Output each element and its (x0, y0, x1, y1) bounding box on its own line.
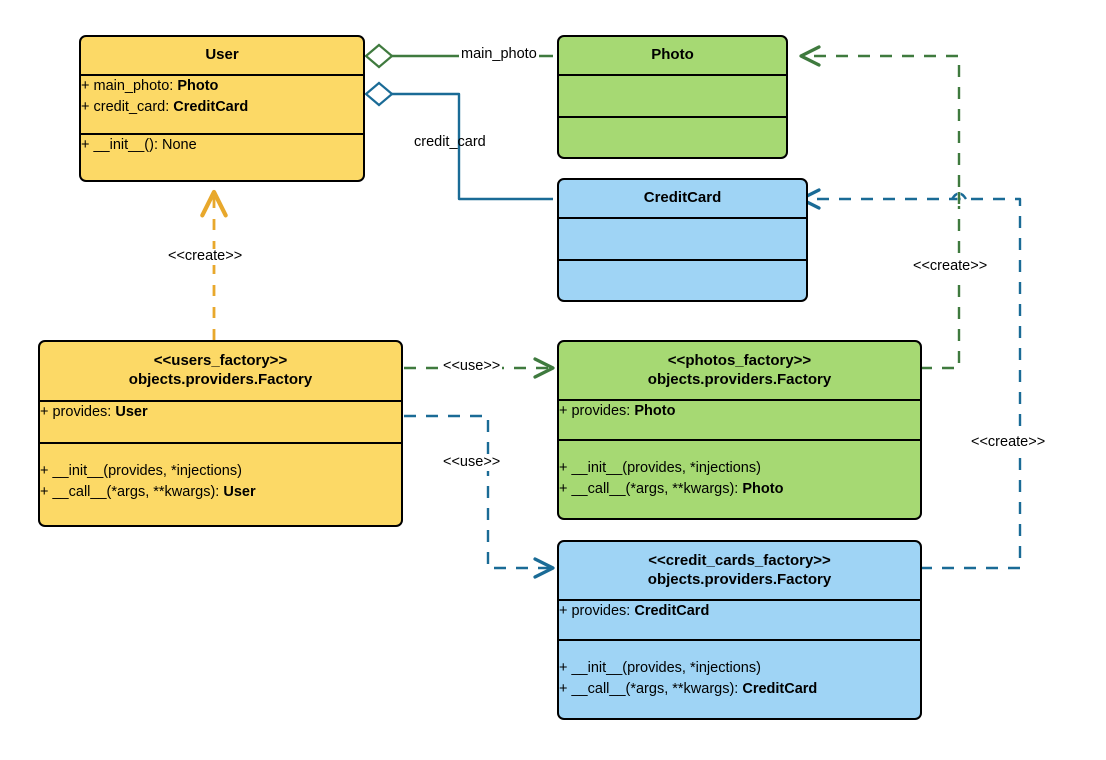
class-name-photo: Photo (651, 46, 694, 64)
attribute-type: CreditCard (634, 603, 710, 619)
class-box-credit-cards-factory[interactable]: <<credit_cards_factory>> objects.provide… (557, 540, 922, 720)
edge-photos-factory-create-photo (799, 45, 961, 370)
class-box-user[interactable]: User + main_photo: Photo + credit_card: … (79, 35, 365, 182)
class-attributes-photo (559, 76, 786, 118)
edge-label-use-credit-cards-factory: <<use>> (441, 454, 503, 471)
method-row: + __init__(provides, *injections) (40, 461, 401, 482)
method-label: + __call__(*args, **kwargs): (559, 680, 743, 697)
edge-user-credit-card (364, 81, 553, 201)
class-methods-user: + __init__(): None (81, 135, 363, 179)
class-name-users-factory: objects.providers.Factory (128, 371, 313, 388)
class-attributes-user: + main_photo: Photo + credit_card: Credi… (81, 76, 363, 135)
class-box-photo[interactable]: Photo (557, 35, 788, 159)
class-stereotype-users-factory: <<users_factory>> (153, 352, 288, 370)
class-attributes-credit-card (559, 219, 806, 261)
class-name-photos-factory: objects.providers.Factory (647, 370, 832, 388)
attribute-label: + provides: (40, 404, 116, 420)
class-box-users-factory[interactable]: <<users_factory>> objects.providers.Fact… (38, 340, 403, 527)
class-attributes-users-factory: + provides: User (40, 402, 401, 444)
attribute-type: Photo (634, 403, 676, 419)
edge-label-create-credit-card: <<create>> (969, 434, 1048, 451)
edge-label-create-user: <<create>> (166, 248, 245, 265)
class-attributes-credit-cards-factory: + provides: CreditCard (559, 601, 920, 641)
method-label: + __init__(provides, *injections) (40, 463, 242, 479)
class-box-credit-card[interactable]: CreditCard (557, 178, 808, 302)
method-return-type: CreditCard (742, 680, 818, 697)
method-label: + __call__(*args, **kwargs): (40, 483, 224, 500)
attribute-type: Photo (177, 78, 219, 94)
method-row: + __call__(*args, **kwargs): CreditCard (559, 679, 920, 700)
edge-credit-cards-factory-create-credit-card (799, 188, 1022, 570)
method-row: + __init__(): None (81, 135, 363, 156)
method-row: + __init__(provides, *injections) (559, 458, 920, 479)
class-header-photo: Photo (559, 37, 786, 76)
method-row: + __call__(*args, **kwargs): User (40, 482, 401, 503)
edge-users-factory-use-credit-cards-factory (404, 414, 555, 579)
attribute-label: + credit_card: (81, 98, 174, 115)
attribute-row: + main_photo: Photo (81, 76, 363, 97)
class-methods-photos-factory: + __init__(provides, *injections) + __ca… (559, 441, 920, 518)
class-name-credit-cards-factory: objects.providers.Factory (647, 570, 832, 588)
class-header-credit-cards-factory: <<credit_cards_factory>> objects.provide… (559, 542, 920, 601)
class-stereotype-photos-factory: <<photos_factory>> (667, 351, 812, 369)
class-methods-users-factory: + __init__(provides, *injections) + __ca… (40, 444, 401, 525)
method-return-type: User (223, 483, 256, 500)
edge-label-main-photo: main_photo (459, 46, 539, 63)
method-return-type: Photo (742, 480, 784, 497)
method-label: + __init__(provides, *injections) (559, 460, 761, 476)
method-label: + __call__(*args, **kwargs): (559, 480, 743, 497)
class-attributes-photos-factory: + provides: Photo (559, 401, 920, 441)
class-methods-credit-cards-factory: + __init__(provides, *injections) + __ca… (559, 641, 920, 718)
class-header-users-factory: <<users_factory>> objects.providers.Fact… (40, 342, 401, 402)
attribute-row: + provides: CreditCard (559, 601, 920, 622)
attribute-row: + credit_card: CreditCard (81, 97, 363, 118)
edge-label-use-photos-factory: <<use>> (441, 358, 503, 375)
method-row: + __init__(provides, *injections) (559, 658, 920, 679)
attribute-label: + main_photo: (81, 78, 178, 94)
method-label: + __init__(provides, *injections) (559, 660, 761, 676)
attribute-row: + provides: Photo (559, 401, 920, 422)
class-header-user: User (81, 37, 363, 76)
class-methods-photo (559, 118, 786, 157)
attribute-label: + provides: (559, 403, 635, 419)
class-name-credit-card: CreditCard (643, 189, 722, 207)
attribute-type: CreditCard (173, 98, 249, 115)
class-header-credit-card: CreditCard (559, 180, 806, 219)
edge-label-create-photo: <<create>> (911, 258, 990, 275)
edge-label-credit-card: credit_card (414, 134, 486, 150)
class-stereotype-credit-cards-factory: <<credit_cards_factory>> (648, 551, 831, 569)
class-methods-credit-card (559, 261, 806, 300)
attribute-row: + provides: User (40, 402, 401, 423)
class-header-photos-factory: <<photos_factory>> objects.providers.Fac… (559, 342, 920, 401)
class-box-photos-factory[interactable]: <<photos_factory>> objects.providers.Fac… (557, 340, 922, 520)
method-row: + __call__(*args, **kwargs): Photo (559, 479, 920, 500)
class-name-user: User (205, 46, 239, 64)
attribute-label: + provides: (559, 603, 635, 619)
method-label: + __init__(): None (81, 137, 197, 153)
attribute-type: User (115, 404, 148, 420)
